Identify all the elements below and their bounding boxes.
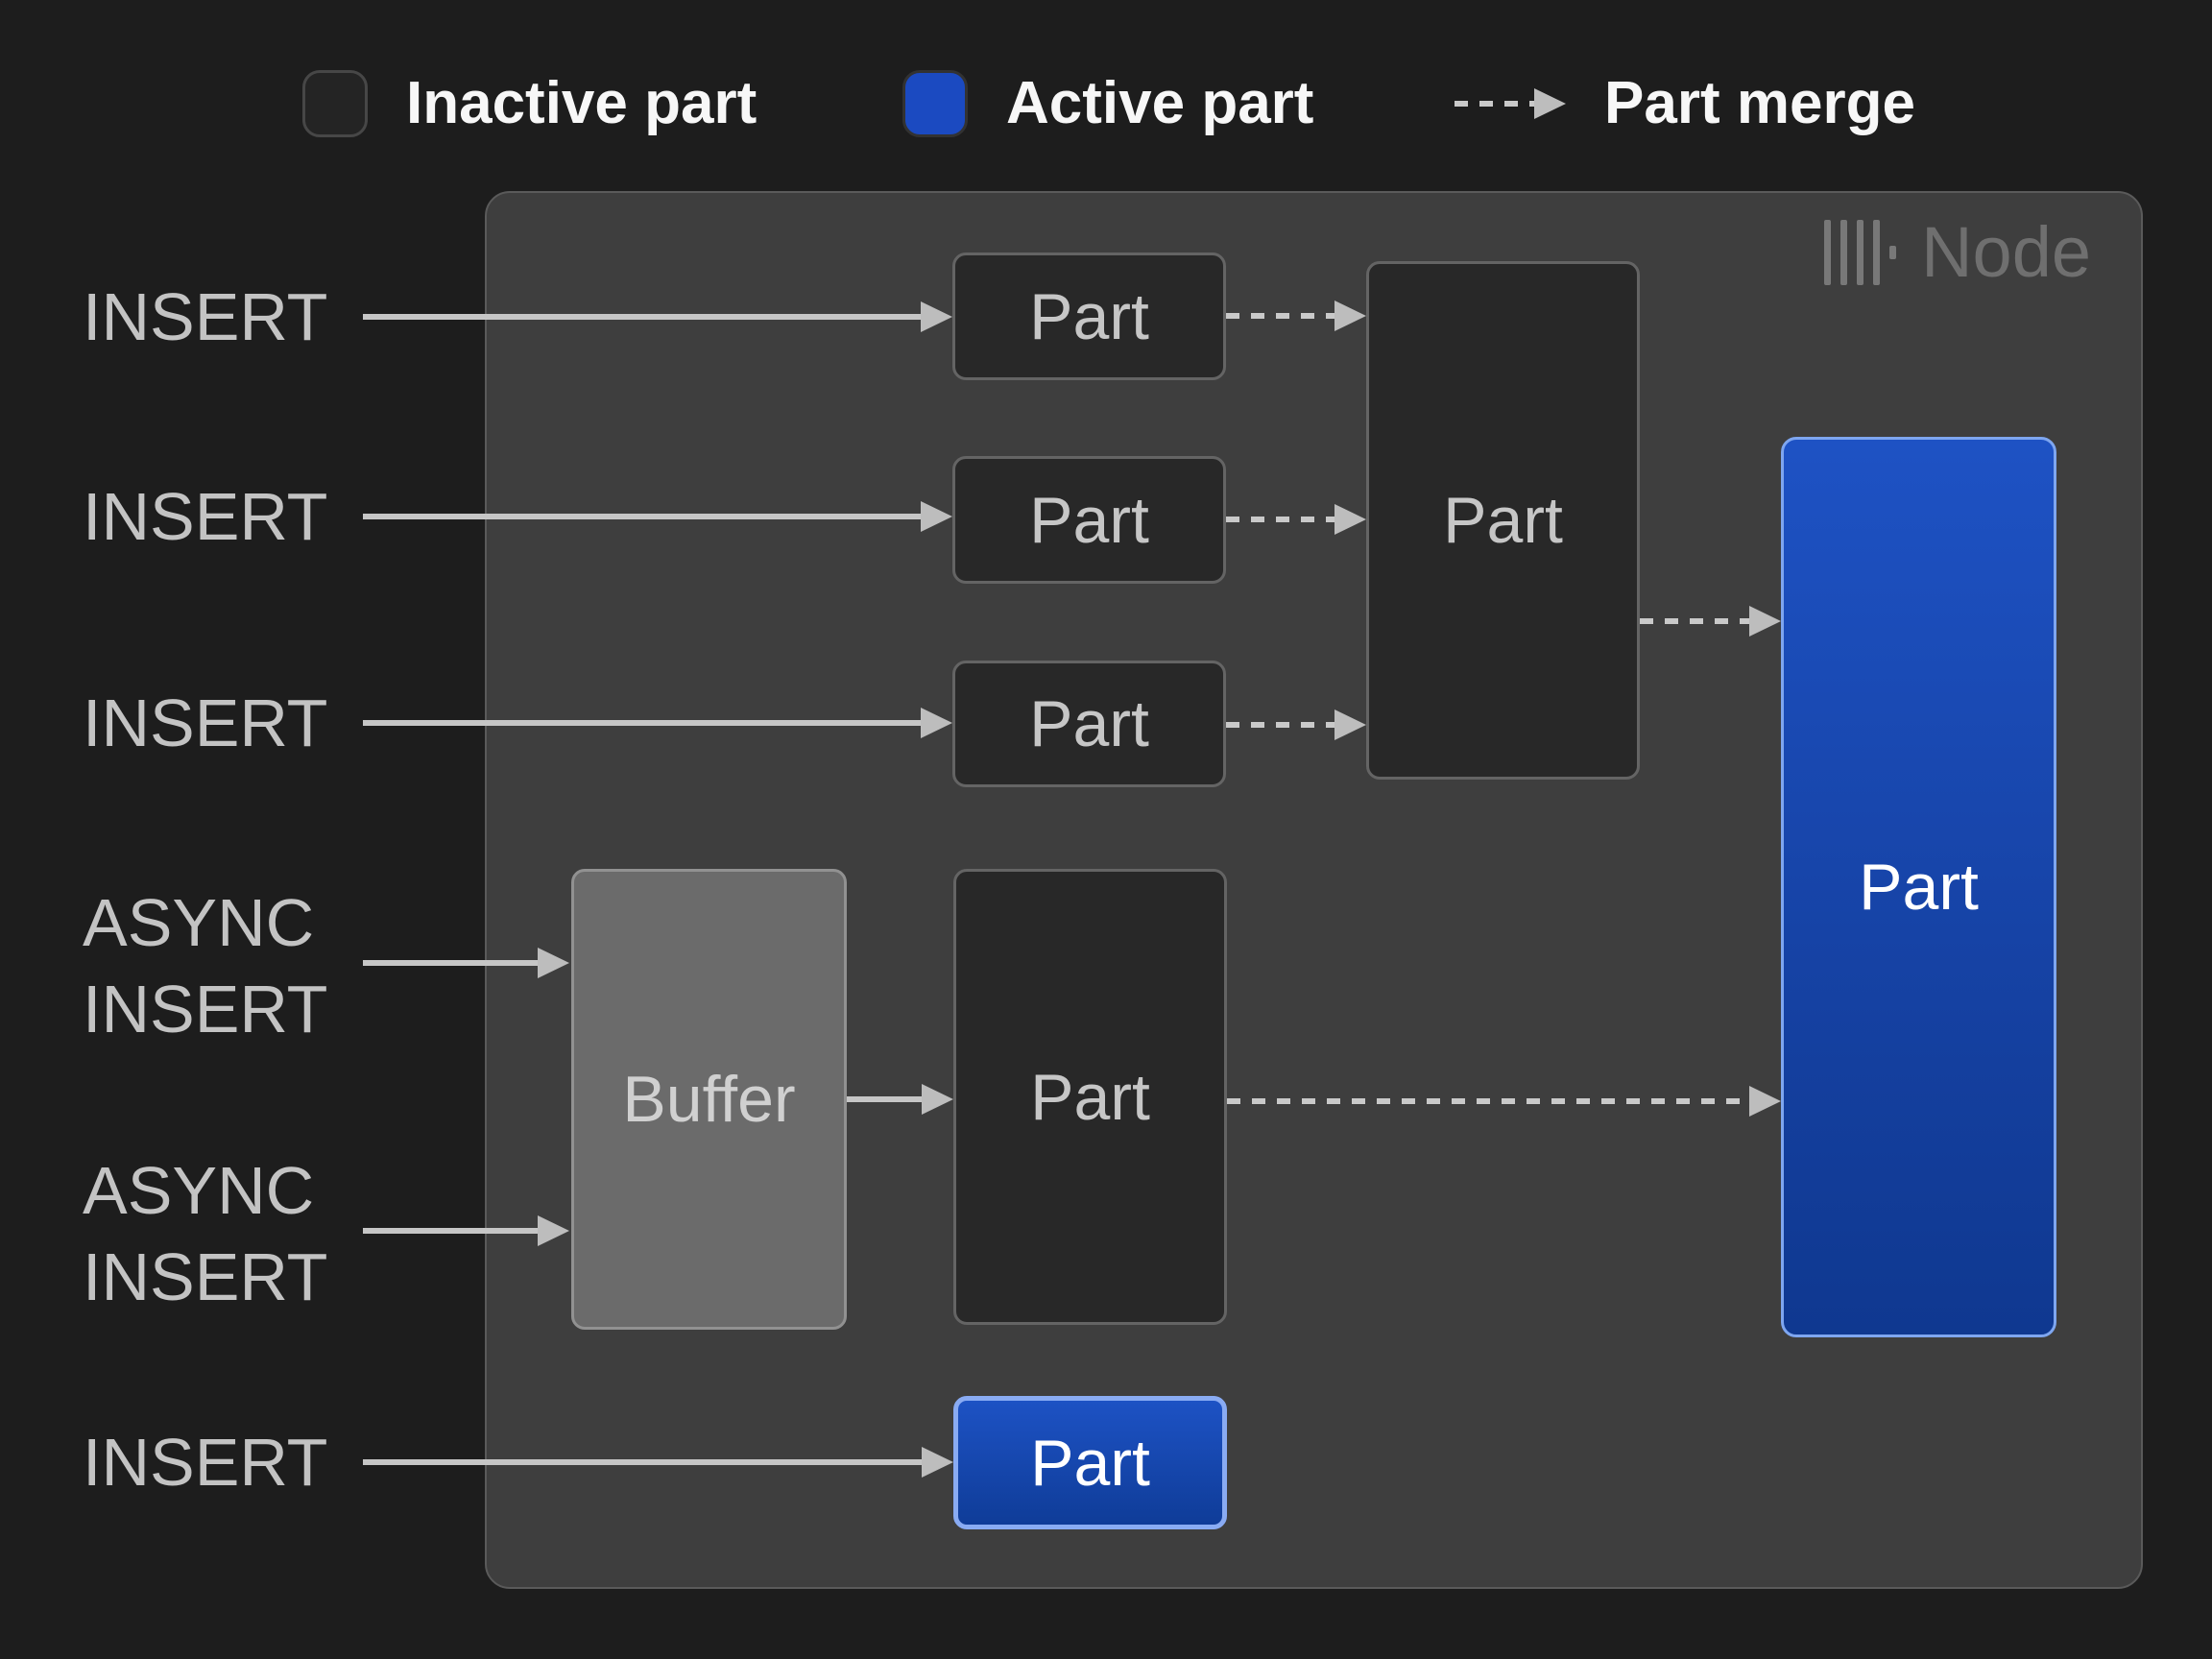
inactive-part-swatch-icon	[302, 70, 368, 137]
insert-arrow-3	[363, 707, 952, 739]
async-part-box: Part	[953, 869, 1227, 1325]
insert-arrow-1	[363, 301, 952, 333]
async-insert-arrow-1	[363, 947, 569, 979]
legend-item-merge: Part merge	[1455, 69, 1915, 138]
buffer-to-part-arrow	[847, 1083, 953, 1116]
input-label-insert-3: INSERT	[83, 685, 328, 760]
part-merge-arrow-2	[1226, 503, 1366, 536]
merge-part-box: Part	[1366, 261, 1640, 780]
async-part-to-active-arrow	[1227, 1085, 1781, 1118]
part-box-2: Part	[952, 456, 1226, 584]
active-part-box: Part	[1781, 437, 2056, 1337]
part-box-3-label: Part	[1029, 687, 1149, 760]
insert-arrow-4	[363, 1446, 953, 1479]
buffer-box-label: Buffer	[622, 1063, 796, 1136]
insert-arrow-2	[363, 500, 952, 533]
legend-active-label: Active part	[1006, 70, 1314, 136]
merge-to-active-arrow	[1640, 605, 1781, 637]
input-label-insert-4: INSERT	[83, 1425, 328, 1500]
active-part-box-label: Part	[1859, 851, 1979, 924]
node-brand: Node	[1824, 212, 2091, 292]
legend-inactive-label: Inactive part	[406, 70, 757, 136]
clickhouse-logo-icon	[1824, 220, 1897, 285]
legend-merge-label: Part merge	[1604, 70, 1915, 136]
part-merge-arrow-3	[1226, 709, 1366, 741]
input-label-async-insert-2: ASYNC INSERT	[83, 1153, 328, 1314]
bottom-active-part-box: Part	[953, 1396, 1227, 1529]
merge-part-box-label: Part	[1443, 484, 1563, 557]
node-title: Node	[1921, 212, 2091, 292]
input-label-async-insert-1: ASYNC INSERT	[83, 885, 328, 1046]
part-box-1: Part	[952, 252, 1226, 380]
part-merge-arrow-icon	[1455, 87, 1566, 120]
input-label-insert-2: INSERT	[83, 479, 328, 554]
bottom-active-part-box-label: Part	[1030, 1426, 1150, 1500]
legend-item-inactive: Inactive part	[302, 69, 757, 138]
active-part-swatch-icon	[902, 70, 968, 137]
part-merge-arrow-1	[1226, 300, 1366, 332]
part-box-3: Part	[952, 661, 1226, 787]
buffer-box: Buffer	[571, 869, 847, 1330]
legend-item-active: Active part	[902, 69, 1313, 138]
part-box-1-label: Part	[1029, 279, 1149, 353]
async-insert-arrow-2	[363, 1214, 569, 1247]
part-box-2-label: Part	[1029, 483, 1149, 557]
input-label-insert-1: INSERT	[83, 279, 328, 354]
async-part-box-label: Part	[1030, 1060, 1150, 1134]
